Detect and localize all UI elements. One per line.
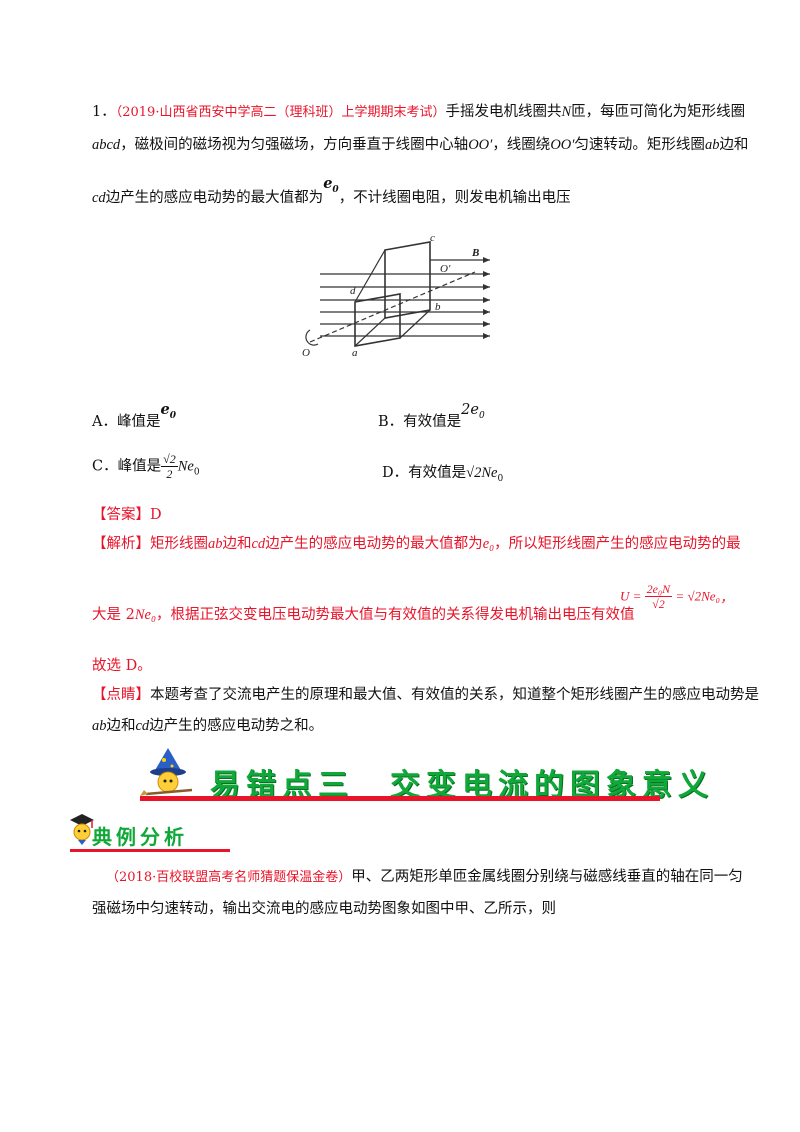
label-O-top: O′	[440, 263, 451, 275]
comment-line-1: 【点睛】本题考查了交流电产生的原理和最大值、有效值的关系，知道整个矩形线圈产生的…	[92, 687, 759, 703]
q1-line-1: 1．（2019·山西省西安中学高二（理科班）上学期期末考试）手摇发电机线圈共N匝…	[92, 104, 746, 120]
wizard-mascot-icon	[140, 748, 193, 796]
subsection-underline	[70, 849, 230, 852]
q2-line-2: 强磁场中匀速转动，输出交流电的感应电动势图象如图中甲、乙所示，则	[92, 901, 556, 917]
option-b[interactable]: B．有效值是2e0	[378, 402, 485, 430]
option-d[interactable]: D．有效值是√2Ne0	[382, 465, 504, 484]
analysis-formula: U = 2e₀N√2 = √2Ne₀，	[620, 582, 734, 611]
option-a[interactable]: A．峰值是e0	[92, 401, 176, 430]
graduate-mascot-icon	[70, 814, 94, 845]
q2-source: （2018·百校联盟高考名师猜题保温金卷）	[106, 870, 352, 885]
label-b: b	[435, 301, 441, 313]
comment-line-2: ab边和cd边产生的感应电动势之和。	[92, 718, 324, 734]
analysis-line-3: 故选 D。	[92, 658, 152, 674]
label-B: B	[471, 247, 479, 259]
analysis-line-1: 【解析】矩形线圈ab边和cd边产生的感应电动势的最大值都为e₀，所以矩形线圈产生…	[92, 536, 741, 552]
answer: 【答案】D	[92, 503, 162, 524]
label-O-bottom: O	[302, 347, 310, 359]
label-d: d	[350, 285, 356, 297]
answer-tag: 【答案】	[92, 507, 150, 523]
label-a: a	[352, 347, 358, 359]
q1-source: （2019·山西省西安中学高二（理科班）上学期期末考试）	[115, 105, 446, 120]
label-c: c	[430, 232, 435, 244]
section-banner: 易错点三 交变电流的图象意义	[140, 748, 708, 803]
q1-number: 1．	[92, 104, 116, 120]
section-underline	[140, 796, 660, 801]
subsection-title: 典例分析	[92, 825, 188, 849]
coil-figure: c B O′ d b O a	[302, 232, 490, 359]
analysis-line-2: 大是 2Ne₀，根据正弦交变电压电动势最大值与有效值的关系得发电机输出电压有效值	[92, 607, 635, 623]
q1-line-2: abcd，磁极间的磁场视为匀强磁场，方向垂直于线圈中心轴OO′，线圈绕OO′匀速…	[92, 137, 749, 153]
q1-line-3: cd边产生的感应电动势的最大值都为e0，不计线圈电阻，则发电机输出电压	[92, 175, 571, 206]
q2-line-1: （2018·百校联盟高考名师猜题保温金卷）甲、乙两矩形单匝金属线圈分别绕与磁感线…	[106, 869, 743, 885]
answer-value: D	[150, 507, 162, 523]
